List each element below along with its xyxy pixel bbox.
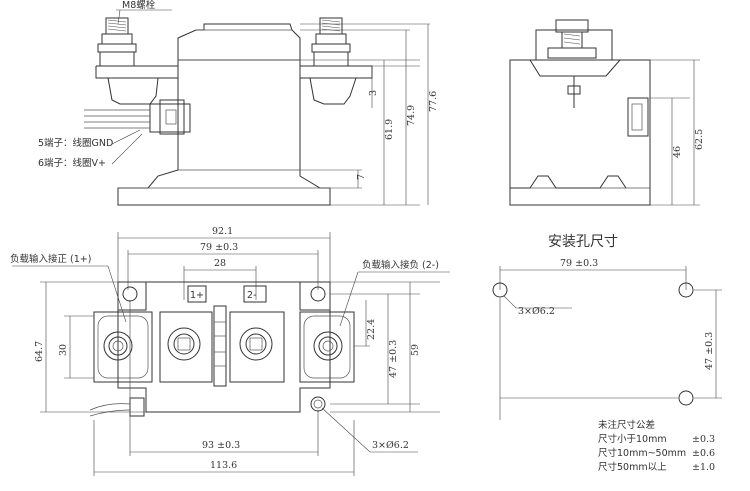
tolerance-range-2: 尺寸10mm~50mm [598, 447, 686, 459]
dim-93: 93 ±0.3 [202, 440, 240, 451]
mounting-title: 安装孔尺寸 [548, 234, 618, 250]
dim-92-1: 92.1 [212, 226, 233, 237]
plan-holes-label: 3×Ø6.2 [372, 440, 409, 451]
terminal1-mark: 1+ [190, 290, 204, 301]
tolerance-value-2: ±0.6 [692, 448, 715, 459]
tolerance-value-3: ±1.0 [692, 462, 715, 473]
dim-77-6: 77.6 [428, 91, 439, 112]
tolerance-value-1: ±0.3 [692, 434, 715, 445]
dim-59: 59 [410, 344, 421, 356]
mounting-holes-label: 3×Ø6.2 [518, 306, 555, 317]
dim-46: 46 [672, 146, 683, 158]
bolt-label: M8螺栓 [122, 0, 156, 11]
dim-74-9: 74.9 [406, 105, 417, 126]
dim-79: 79 ±0.3 [200, 242, 238, 253]
plan-view [12, 232, 450, 476]
load-in-positive-label: 负载输入接正 (1+) [10, 253, 91, 265]
dim-61-9: 61.9 [384, 119, 395, 140]
load-in-negative-label: 负载输入接负 (2-) [362, 259, 439, 271]
dim-22-4: 22.4 [366, 319, 377, 340]
tolerance-title: 未注尺寸公差 [598, 419, 655, 431]
dim-64-7: 64.7 [34, 341, 45, 362]
terminal-leaders [111, 129, 143, 165]
mounting-dim-47: 47 ±0.3 [704, 332, 715, 370]
dim-113-6: 113.6 [210, 460, 237, 471]
tolerance-range-1: 尺寸小于10mm [598, 433, 667, 445]
dim-28: 28 [214, 258, 226, 269]
tolerance-range-3: 尺寸50mm以上 [598, 461, 667, 473]
dim-62-5: 62.5 [694, 129, 705, 150]
front-elevation-view [84, 9, 430, 206]
terminal2-mark: 2- [247, 290, 256, 301]
dim-30: 30 [58, 344, 69, 356]
mounting-dim-79: 79 ±0.3 [560, 258, 598, 269]
terminal5-label: 5端子：线圈GND [38, 137, 113, 149]
terminal6-label: 6端子：线圈V+ [38, 157, 106, 169]
dim-7: 7 [356, 174, 367, 180]
side-elevation-view [509, 19, 700, 206]
mounting-hole-layout [492, 266, 722, 420]
dim-47: 47 ±0.3 [388, 340, 399, 378]
dim-3: 3 [368, 90, 379, 96]
